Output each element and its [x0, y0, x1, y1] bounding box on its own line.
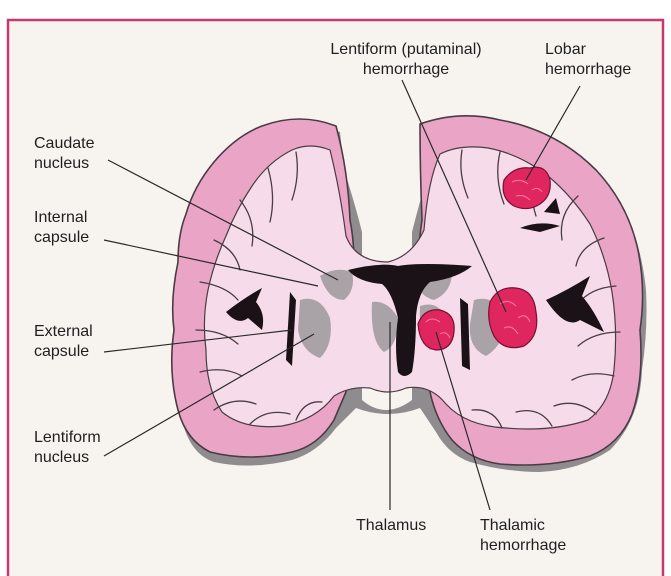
- label-caudate-nucleus: Caudate nucleus: [34, 134, 95, 174]
- putaminal-hemorrhage: [489, 288, 537, 348]
- label-lobar-hemorrhage: Lobar hemorrhage: [545, 40, 631, 80]
- label-thalamus: Thalamus: [356, 516, 426, 536]
- label-lentiform-nucleus: Lentiform nucleus: [34, 428, 101, 468]
- label-thalamic-hemorrhage: Thalamic hemorrhage: [480, 516, 566, 556]
- label-lentiform-hemorrhage: Lentiform (putaminal) hemorrhage: [290, 40, 522, 80]
- label-internal-capsule: Internal capsule: [34, 208, 89, 248]
- label-external-capsule: External capsule: [34, 322, 93, 362]
